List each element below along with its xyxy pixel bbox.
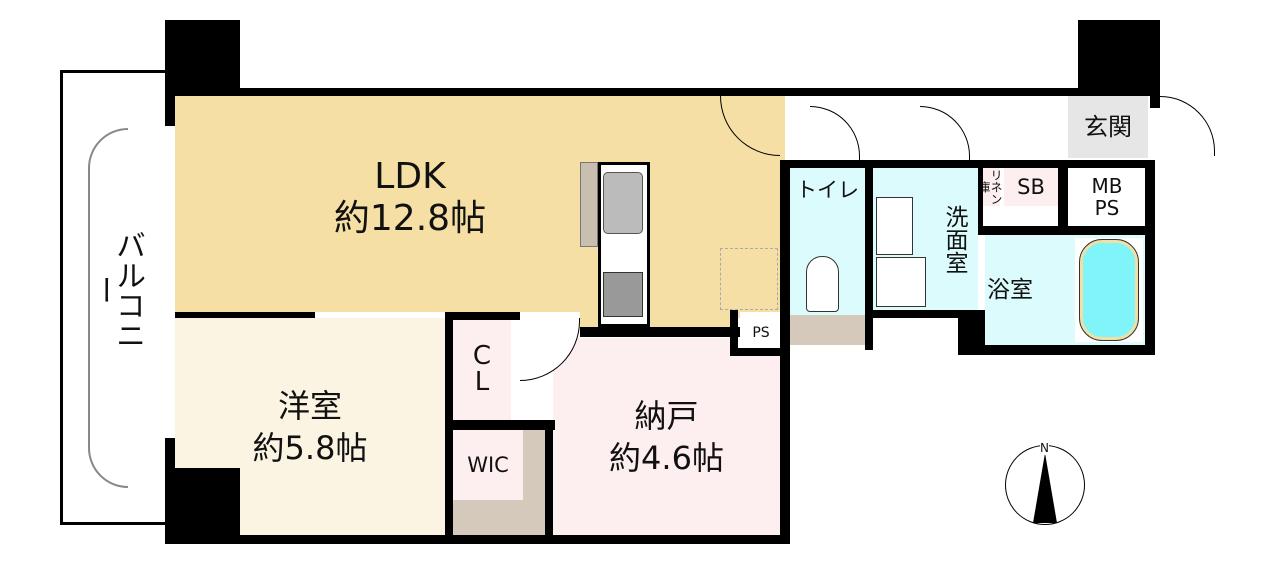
western-name: 洋室 [277, 386, 342, 425]
kitchen-counter [580, 162, 598, 247]
ldk-name: LDK [374, 155, 446, 197]
pillar [1078, 20, 1160, 96]
washbasin-icon [876, 197, 913, 255]
closet-label: C L [472, 341, 492, 397]
room-linen: リネン庫 [977, 168, 1003, 206]
sink-icon [603, 172, 643, 234]
compass-needle-icon [1033, 453, 1057, 523]
mbps-label: MB PS [1091, 174, 1123, 220]
ldk-label: LDK 約12.8帖 [290, 150, 530, 245]
room-storage: 納戸 約4.6帖 [553, 338, 780, 535]
bathtub-icon [1079, 239, 1139, 341]
ps-label: PS [752, 325, 770, 341]
western-size: 約5.8帖 [252, 428, 368, 467]
room-toilet: トイレ [790, 168, 865, 315]
wall [1150, 88, 1160, 108]
pillar [165, 468, 240, 544]
wall [165, 438, 175, 468]
room-mbps: MB PS [1068, 168, 1146, 226]
room-ldk [175, 96, 785, 312]
wall [865, 310, 975, 318]
wall [580, 327, 740, 337]
room-wic: WIC [453, 430, 523, 500]
compass-north-label: N [1040, 441, 1049, 455]
washroom-label: 洗面室 [941, 204, 967, 274]
wic-label: WIC [467, 453, 509, 477]
bath-label: 浴室 [987, 277, 1033, 303]
fridge-space [720, 248, 778, 310]
wall [780, 160, 790, 544]
wall [175, 312, 315, 318]
balcony-label: バルコニー [86, 230, 145, 350]
entrance-label: 玄関 [1084, 113, 1132, 141]
wall [445, 420, 555, 430]
wall [958, 345, 1155, 355]
wall [165, 88, 1160, 96]
room-sb: SB [1004, 168, 1058, 206]
toilet-icon [806, 256, 839, 312]
sb-label: SB [1017, 175, 1045, 199]
room-closet: C L [453, 318, 511, 420]
storage-name: 納戸 [634, 396, 699, 435]
stove-icon [603, 272, 643, 317]
wall [978, 226, 1153, 235]
wall [545, 420, 553, 535]
wall [730, 310, 738, 356]
wall [165, 535, 788, 544]
wall [165, 96, 175, 126]
wall [1145, 160, 1155, 355]
wall [1058, 160, 1068, 230]
ldk-size: 約12.8帖 [333, 197, 487, 239]
wall [780, 160, 1150, 168]
washing-machine-icon [876, 257, 926, 307]
toilet-floor [790, 315, 865, 345]
wall [865, 160, 873, 350]
wall [978, 160, 983, 235]
pillar [165, 20, 240, 96]
toilet-label: トイレ [796, 178, 859, 202]
room-ps: PS [738, 318, 784, 348]
wall [445, 312, 520, 320]
wall [730, 348, 785, 356]
storage-size: 約4.6帖 [609, 438, 724, 477]
room-entrance: 玄関 [1068, 96, 1148, 158]
entrance-door-icon [1160, 96, 1215, 156]
